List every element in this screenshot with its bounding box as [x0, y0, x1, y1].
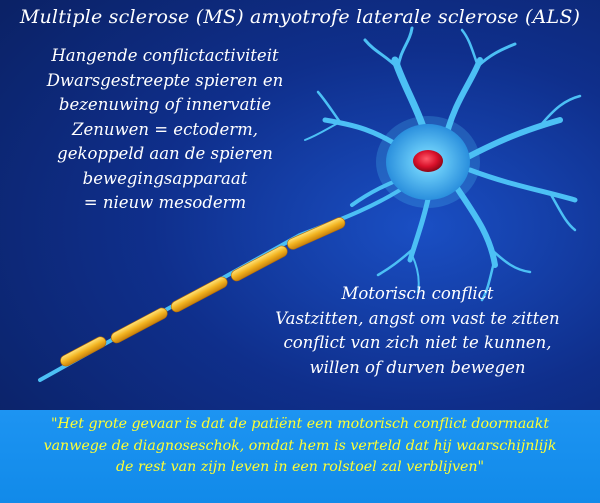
nucleus [413, 150, 443, 172]
text-line: bewegingsapparaat [82, 168, 248, 188]
motor-conflict-description: Motorisch conflict Vastzitten, angst om … [250, 282, 585, 380]
quote-line: de rest van zijn leven in een rolstoel z… [115, 459, 485, 475]
cell-body [376, 116, 480, 208]
quote-line: "Het grote gevaar is dat de patiënt een … [50, 416, 550, 432]
quote-banner: "Het grote gevaar is dat de patiënt een … [0, 410, 600, 503]
text-line: willen of durven bewegen [309, 357, 526, 377]
page-title: Multiple sclerose (MS) amyotrofe lateral… [19, 6, 581, 28]
conflict-description: Hangende conflictactiviteit Dwarsgestree… [10, 44, 320, 216]
text-line: Motorisch conflict [341, 284, 494, 303]
neuron-illustration [38, 26, 582, 382]
text-line: Dwarsgestreepte spieren en [46, 70, 284, 90]
text-line: conflict van zich niet te kunnen, [283, 333, 552, 352]
quote-line: vanwege de diagnoseschok, omdat hem is v… [43, 437, 557, 454]
quote-text: "Het grote gevaar is dat de patiënt een … [12, 414, 588, 479]
text-line: Vastzitten, angst om vast te zitten [275, 308, 560, 328]
text-line: Hangende conflictactiviteit [51, 46, 279, 65]
dendrites [304, 26, 582, 302]
text-line: bezenuwing of innervatie [58, 95, 272, 114]
text-line: = nieuw mesoderm [83, 193, 247, 212]
text-line: Zenuwen = ectoderm, [72, 119, 258, 139]
myelin-sheath [60, 217, 346, 367]
text-line: gekoppeld aan de spieren [57, 144, 273, 163]
